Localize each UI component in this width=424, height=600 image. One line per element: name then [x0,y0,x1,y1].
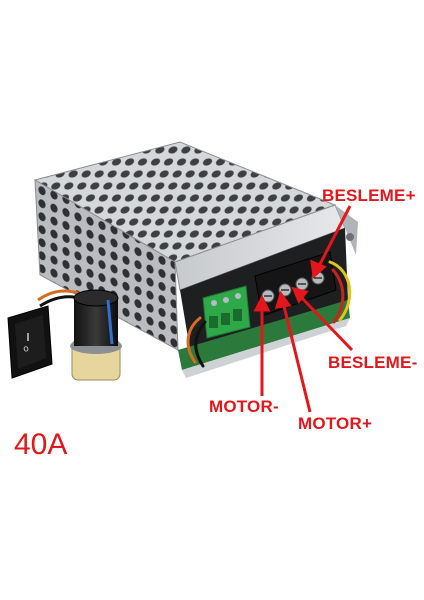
besleme-minus-arrow [298,294,354,352]
green-terminal-block-icon [202,285,251,339]
potentiometer-knob-icon [70,289,122,381]
motor-plus-arrowhead [274,290,292,309]
svg-text:o: o [22,344,30,355]
wires [186,260,352,368]
besleme-plus-arrow [316,205,352,269]
besleme-minus-label: BESLEME- [328,353,418,372]
besleme-plus-label: BESLEME+ [322,186,416,205]
motor-plus-label: MOTOR+ [298,414,373,433]
besleme-plus-arrowhead [310,259,327,279]
motor-plus-arrow [281,301,312,413]
motor-minus-label: MOTOR- [209,397,279,416]
besleme-minus-arrowhead [291,286,309,304]
rocker-switch-icon: o [7,289,98,379]
current-rating: 40A [14,428,68,461]
motor-minus-arrowhead [253,294,271,312]
